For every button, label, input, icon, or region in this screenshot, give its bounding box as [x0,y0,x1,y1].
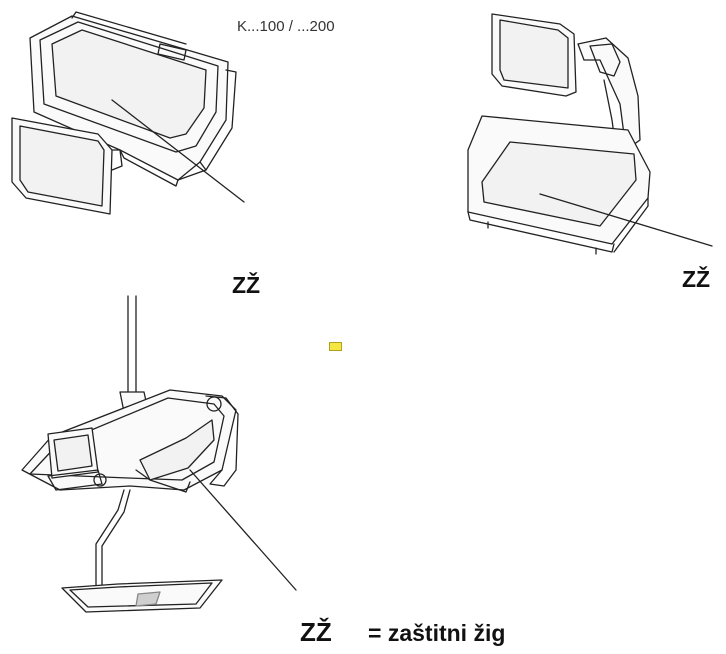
scale-device-k100-top-left [11,11,245,215]
scale-device-hanging-bottom-left [21,295,297,613]
seal-label-2: ZŽ [682,266,711,292]
scale-device-k200-top-right [467,13,713,255]
seal-label-legend: ZŽ [300,617,332,647]
yellow-marker [329,342,342,351]
model-label: K...100 / ...200 [237,18,335,35]
seal-label-1: ZŽ [232,272,261,298]
legend-definition: = zaštitni žig [368,620,506,646]
